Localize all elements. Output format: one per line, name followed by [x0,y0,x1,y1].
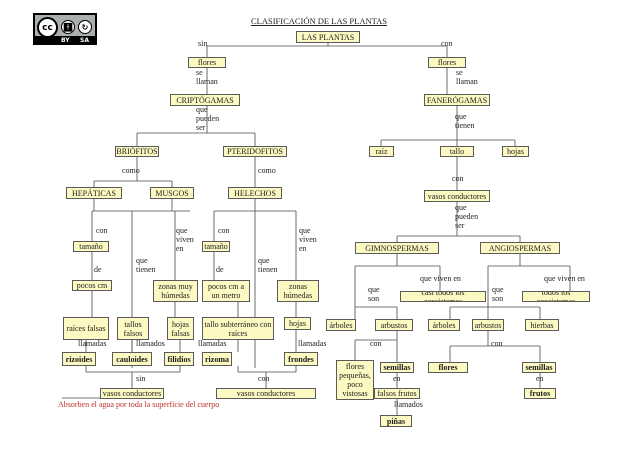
label-con: con [452,174,464,183]
label-con: con [441,39,453,48]
node-tamano: tamaño [73,241,109,252]
node-helechos: HELECHOS [228,187,282,199]
license-by-label: BY [61,37,70,44]
label-que-tienen: que tienen [455,112,475,130]
page-title: CLASIFICACIÓN DE LAS PLANTAS [250,16,388,26]
label-que-son: que son [492,285,504,303]
node-musgos: MUSGOS [150,187,194,199]
flores-pequenas-text: flores pequeñas, poco vistosas [339,362,371,398]
label-se-llaman: se llaman [196,68,218,86]
license-panel: cc 🚹︎ ↻ [35,15,95,38]
license-sa-label: SA [80,37,89,44]
label-que-viven-en: que viven en [176,226,194,253]
label-que-pueden-ser: que pueden ser [455,203,479,230]
node-raices-falsas: raíces falsas [63,317,109,340]
label-como: como [122,166,140,175]
label-como: como [258,166,276,175]
node-hojas-falsas: hojas falsas [167,317,194,340]
node-arbustos: arbustos [472,319,504,331]
node-vasos-conductores: vasos conductores [100,388,164,399]
node-rizoides: rizoides [62,352,96,366]
share-alike-icon: ↻ [78,20,92,34]
label-llamados: llamados [394,400,423,409]
node-arboles: árboles [428,319,460,331]
label-con: con [491,339,503,348]
node-pinas: piñas [380,415,412,427]
node-frutos: frutos [524,388,556,399]
person-icon: 🚹︎ [61,20,75,34]
node-flores-sin: flores [188,57,226,68]
node-semillas: semillas [380,362,414,373]
node-las-plantas: LAS PLANTAS [296,31,360,43]
node-pocos-cm: pocos cm [72,280,112,291]
node-raiz: raíz [369,146,394,157]
label-en: en [536,374,544,383]
node-semillas: semillas [522,362,556,373]
cc-logo-icon: cc [37,17,58,38]
label-de: de [94,265,102,274]
node-falsos-frutos: falsos frutos [374,388,420,399]
node-hojas: hojas [284,317,311,330]
node-angiospermas: ANGIOSPERMAS [480,242,560,254]
label-que-pueden-ser: que pueden ser [196,105,220,132]
label-que-viven-en: que viven en [544,274,585,283]
label-con: con [370,339,382,348]
node-vasos-conductores: vasos conductores [216,388,316,399]
label-llamados: llamados [136,339,165,348]
label-se-llaman: se llaman [456,68,478,86]
label-llamadas: llamadas [198,339,227,348]
label-llamadas: llamadas [298,339,327,348]
node-arbustos: arbustos [375,319,413,331]
node-criptogamas: CRIPTÓGAMAS [170,94,240,106]
label-que-viven-en: que viven en [299,226,317,253]
label-de: de [216,265,224,274]
node-rizoma: rizoma [202,352,232,366]
node-tallo-subterraneo: tallo subterráneo con raíces [202,317,274,340]
node-tamano: tamaño [202,241,230,252]
label-que-son: que son [368,285,380,303]
label-sin: sin [198,39,208,48]
node-flores-pequenas: flores pequeñas, poco vistosas [336,360,374,400]
node-fanerogamas: FANERÓGAMAS [424,94,490,106]
node-flores-con: flores [428,57,466,68]
node-cauloides: cauloides [112,352,152,366]
node-frondes: frondes [284,352,318,366]
label-sin: sin [136,374,146,383]
node-zonas-humedas: zonas húmedas [277,280,319,302]
node-casi-todos-los-ecosistemas: casi todos los ecosistemas [400,291,486,302]
node-filidios: filidios [164,352,194,366]
node-zonas-muy-humedas: zonas muy húmedas [153,280,198,302]
label-con: con [96,226,108,235]
note-absorben-agua: Absorben el agua por toda la superficie … [58,400,220,409]
label-que-tienen: que tienen [258,256,278,274]
label-con: con [218,226,230,235]
node-flores: flores [428,362,468,373]
node-todos-los-ecosistemas: todos los ecosistemas [522,291,590,302]
node-pocos-cm-a-un-metro: pocos cm a un metro [202,280,250,302]
label-con: con [258,374,270,383]
node-vasos-conductores: vasos conductores [424,190,490,202]
node-gimnospermas: GIMNOSPERMAS [355,242,439,254]
cc-license-badge[interactable]: cc 🚹︎ ↻ BY SA [33,13,97,45]
label-llamadas: llamadas [78,339,107,348]
label-que-tienen: que tienen [136,256,156,274]
node-pteridofitos: PTERIDOFITOS [223,146,287,157]
node-hierbas: hierbas [525,319,559,331]
label-que-viven-en: que viven en [420,274,461,283]
node-briofitos: BRIÓFITOS [115,146,159,157]
node-arboles: árboles [326,319,356,331]
node-hepaticas: HEPÁTICAS [66,187,122,199]
node-hojas: hojas [502,146,529,157]
node-tallo: tallo [440,146,474,157]
node-tallos-falsos: tallos falsos [117,317,149,340]
label-en: en [393,374,401,383]
